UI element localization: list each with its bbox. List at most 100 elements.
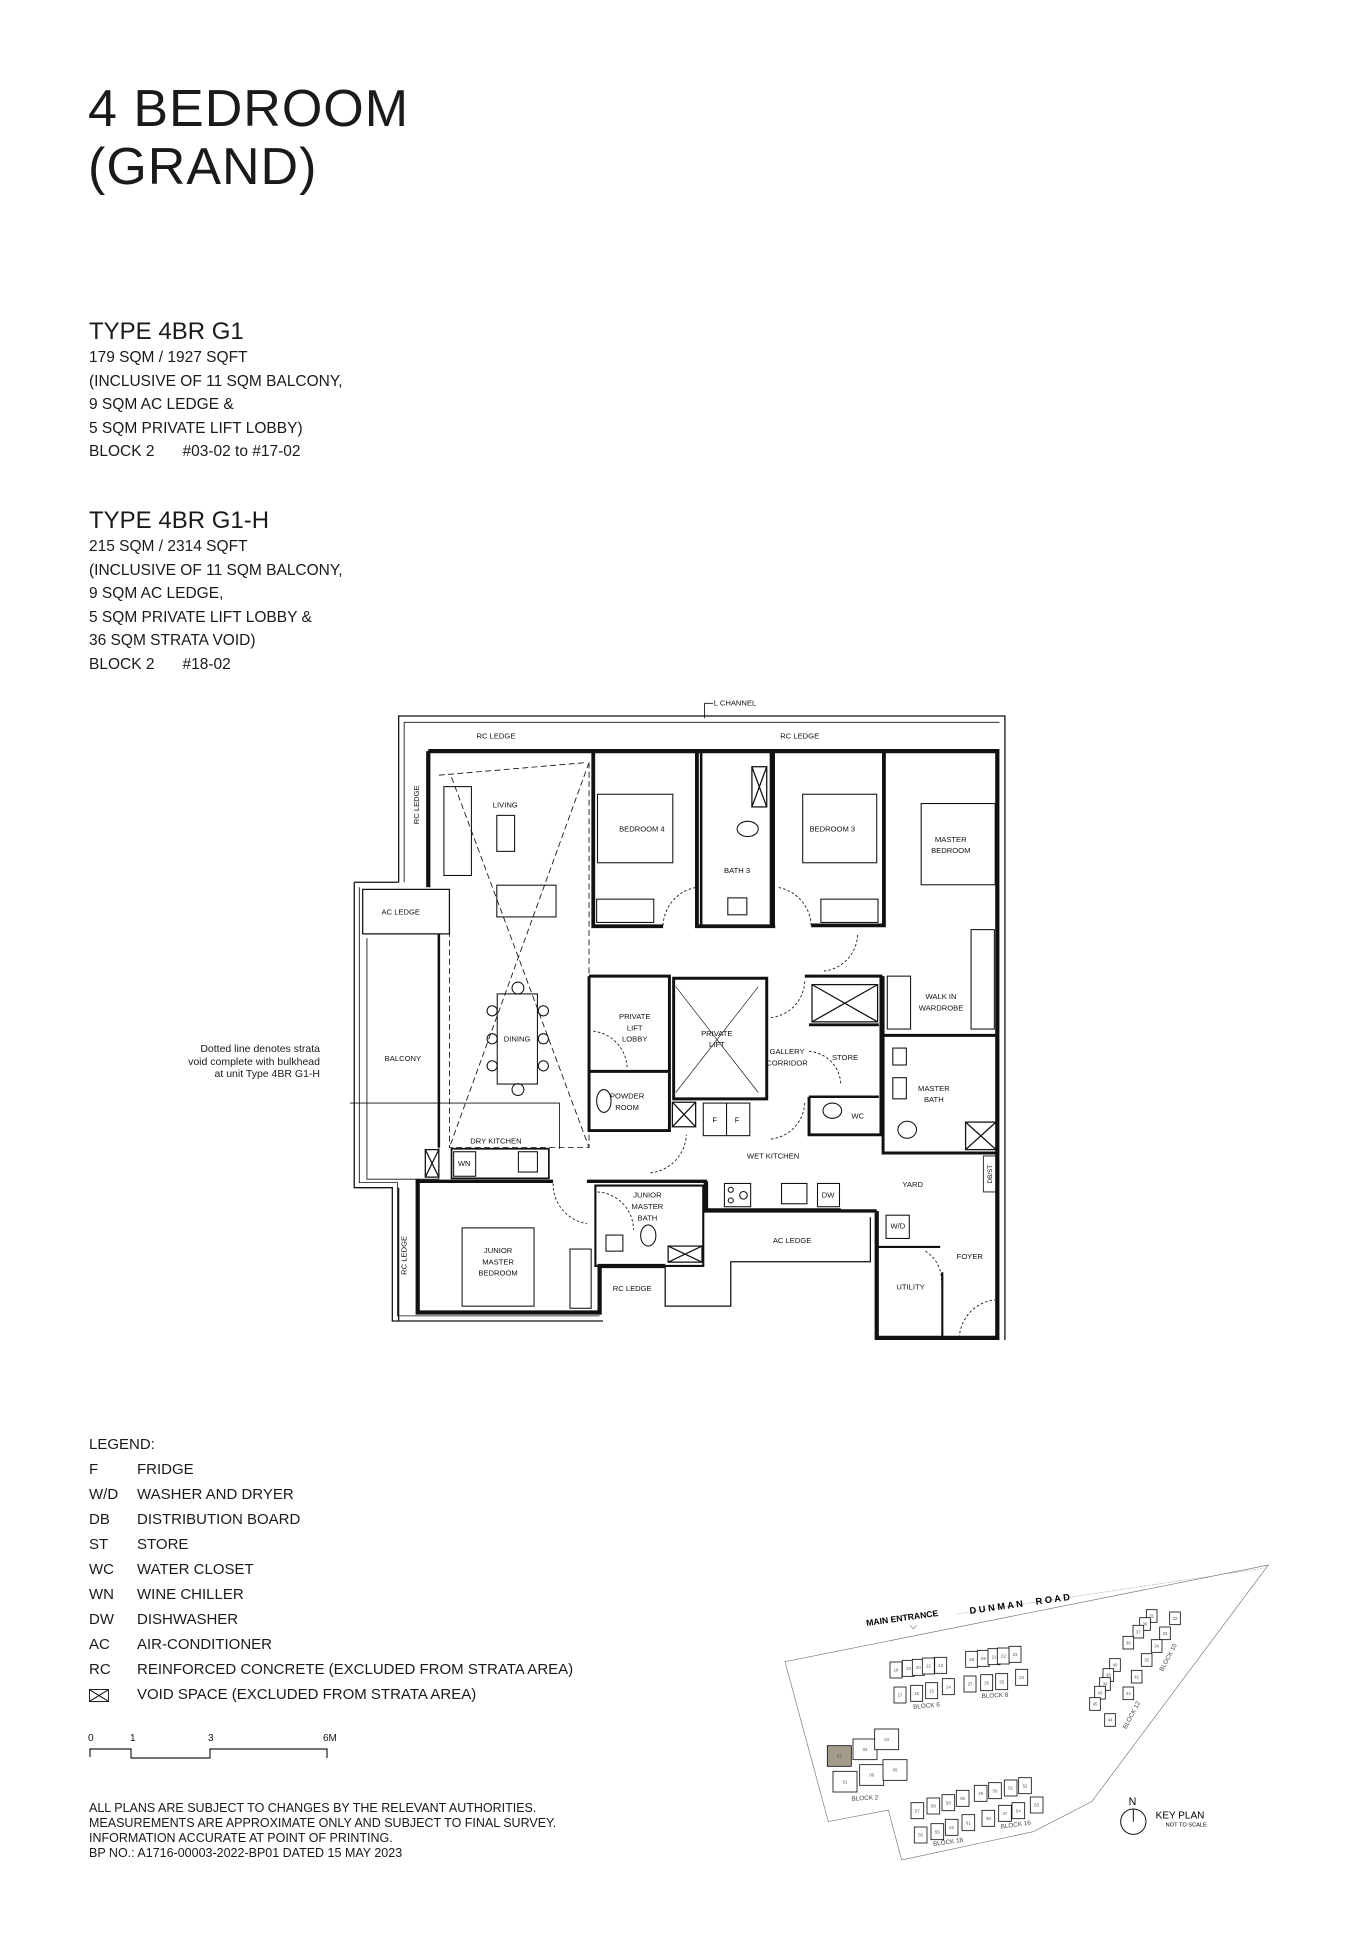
unit-number: 40	[1113, 1663, 1118, 1668]
label-db-st: DB/ST	[987, 1165, 994, 1184]
label-master-bedroom: BEDROOM	[931, 846, 970, 855]
unit-number: 61	[966, 1820, 971, 1825]
unit-number: 50	[993, 1788, 998, 1793]
unit-footprint	[963, 1675, 977, 1693]
block-label: BLOCK 6	[913, 1701, 941, 1710]
legend-code: DB	[89, 1511, 110, 1528]
unit-number: 58	[931, 1804, 936, 1809]
unit-footprint	[910, 1802, 925, 1820]
legend-desc: REINFORCED CONCRETE (EXCLUDED FROM STRAT…	[137, 1661, 574, 1678]
unit-footprint	[980, 1674, 994, 1692]
type-units: #18-02	[182, 655, 231, 673]
type-block: BLOCK 2	[89, 443, 155, 460]
label-junior-master-bath: JUNIOR	[633, 1190, 662, 1199]
unit-number: 59	[946, 1800, 951, 1805]
label-ac-ledge: AC LEDGE	[382, 907, 420, 916]
label-fridge: F	[735, 1116, 740, 1125]
label-rc-ledge: RC LEDGE	[780, 731, 819, 740]
unit-number: 45	[1093, 1702, 1098, 1707]
unit-footprint	[961, 1814, 976, 1832]
unit-number: 17	[898, 1693, 903, 1698]
highlighted-unit	[826, 1745, 852, 1767]
label-foyer: FOYER	[957, 1252, 984, 1261]
label-bedroom-3: BEDROOM 3	[809, 824, 855, 833]
unit-number: 13	[938, 1663, 943, 1668]
legend-item-void: VOID SPACE (EXCLUDED FROM STRATA AREA)	[89, 1682, 573, 1707]
legend-code: W/D	[89, 1486, 119, 1503]
note-line: void complete with bulkhead	[188, 1055, 320, 1068]
unit-number: 36	[1126, 1640, 1131, 1645]
label-junior-master-bath: BATH	[638, 1213, 658, 1222]
label-rc-ledge: RC LEDGE	[477, 731, 516, 740]
unit-footprint	[955, 1789, 970, 1807]
unit-footprint	[1132, 1624, 1145, 1639]
type-inclusion: 9 SQM AC LEDGE,	[89, 585, 224, 602]
unit-number: 22	[1001, 1654, 1006, 1659]
label-dishwasher: DW	[822, 1190, 835, 1199]
unit-number: 30	[1143, 1622, 1148, 1627]
label-master-bath: BATH	[924, 1095, 944, 1104]
label-l-channel: L CHANNEL	[714, 698, 756, 707]
unit-number: 01	[843, 1779, 848, 1784]
legend-item: AC AIR-CONDITIONER	[89, 1632, 573, 1657]
unit-footprint	[913, 1826, 928, 1844]
void-space-icon	[89, 1688, 109, 1702]
unit-number: 02	[837, 1754, 842, 1759]
legend-code: AC	[89, 1636, 110, 1653]
scale-tick-label: 0	[88, 1733, 94, 1744]
unit-footprint	[995, 1673, 1009, 1691]
label-master-bath: MASTER	[918, 1084, 950, 1093]
unit-footprint	[1122, 1686, 1135, 1701]
label-powder-room: POWDER	[610, 1091, 645, 1100]
unit-number: 15	[929, 1688, 934, 1693]
label-wc: WC	[851, 1111, 864, 1120]
type-name: TYPE 4BR G1	[89, 318, 244, 345]
type-inclusion: 5 SQM PRIVATE LIFT LOBBY &	[89, 608, 312, 626]
block-label: BLOCK 2	[851, 1794, 879, 1802]
legend-code: RC	[89, 1661, 111, 1678]
legend-code: WC	[89, 1561, 114, 1578]
label-walk-in-wardrobe: WALK IN	[926, 992, 957, 1001]
unit-footprint	[882, 1759, 908, 1781]
legend-code: F	[89, 1461, 99, 1478]
type-inclusion: 36 SQM STRATA VOID)	[89, 632, 256, 649]
unit-footprint	[925, 1682, 939, 1700]
floor-plan: L CHANNEL RC LEDGE RC LEDGE RC LEDGE LIV…	[350, 698, 1006, 1340]
unit-number: 44	[1108, 1718, 1113, 1723]
unit-number: 03	[863, 1747, 868, 1752]
unit-number: 39	[1103, 1682, 1108, 1687]
unit-footprint	[1008, 1645, 1022, 1663]
unit-number: 23	[1013, 1652, 1018, 1657]
label-bath-3: BATH 3	[724, 866, 750, 875]
unit-footprint	[893, 1686, 907, 1704]
type-block: BLOCK 2	[89, 655, 155, 673]
legend-desc: AIR-CONDITIONER	[137, 1636, 272, 1653]
unit-number: 34	[1154, 1644, 1159, 1649]
label-dry-kitchen: DRY KITCHEN	[470, 1137, 521, 1146]
label-ac-ledge: AC LEDGE	[773, 1236, 811, 1245]
unit-footprint	[1003, 1779, 1018, 1797]
label-lift-lobby: LIFT	[627, 1023, 643, 1032]
unit-footprint	[1159, 1626, 1171, 1641]
unit-footprint	[832, 1770, 858, 1793]
type-inclusion: 9 SQM AC LEDGE &	[89, 396, 234, 413]
unit-footprint	[941, 1794, 956, 1812]
unit-number: 37	[1136, 1629, 1141, 1634]
unit-number: 18	[894, 1668, 899, 1673]
title-line-2: (GRAND)	[88, 138, 318, 196]
unit-footprint	[1104, 1713, 1116, 1727]
disclaimer-line: BP NO.: A1716-00003-2022-BP01 DATED 15 M…	[89, 1846, 403, 1860]
unit-footprint	[910, 1684, 924, 1702]
unit-number: 20	[916, 1665, 921, 1670]
label-utility: UTILITY	[896, 1283, 924, 1292]
unit-footprint	[926, 1797, 941, 1815]
label-junior-master-bedroom: BEDROOM	[478, 1269, 517, 1278]
legend-desc: VOID SPACE (EXCLUDED FROM STRATA AREA)	[137, 1686, 477, 1703]
unit-footprint	[941, 1678, 955, 1696]
unit-footprint	[1122, 1635, 1135, 1650]
unit-number: 38	[1106, 1673, 1111, 1678]
unit-number: 53	[1034, 1803, 1039, 1808]
